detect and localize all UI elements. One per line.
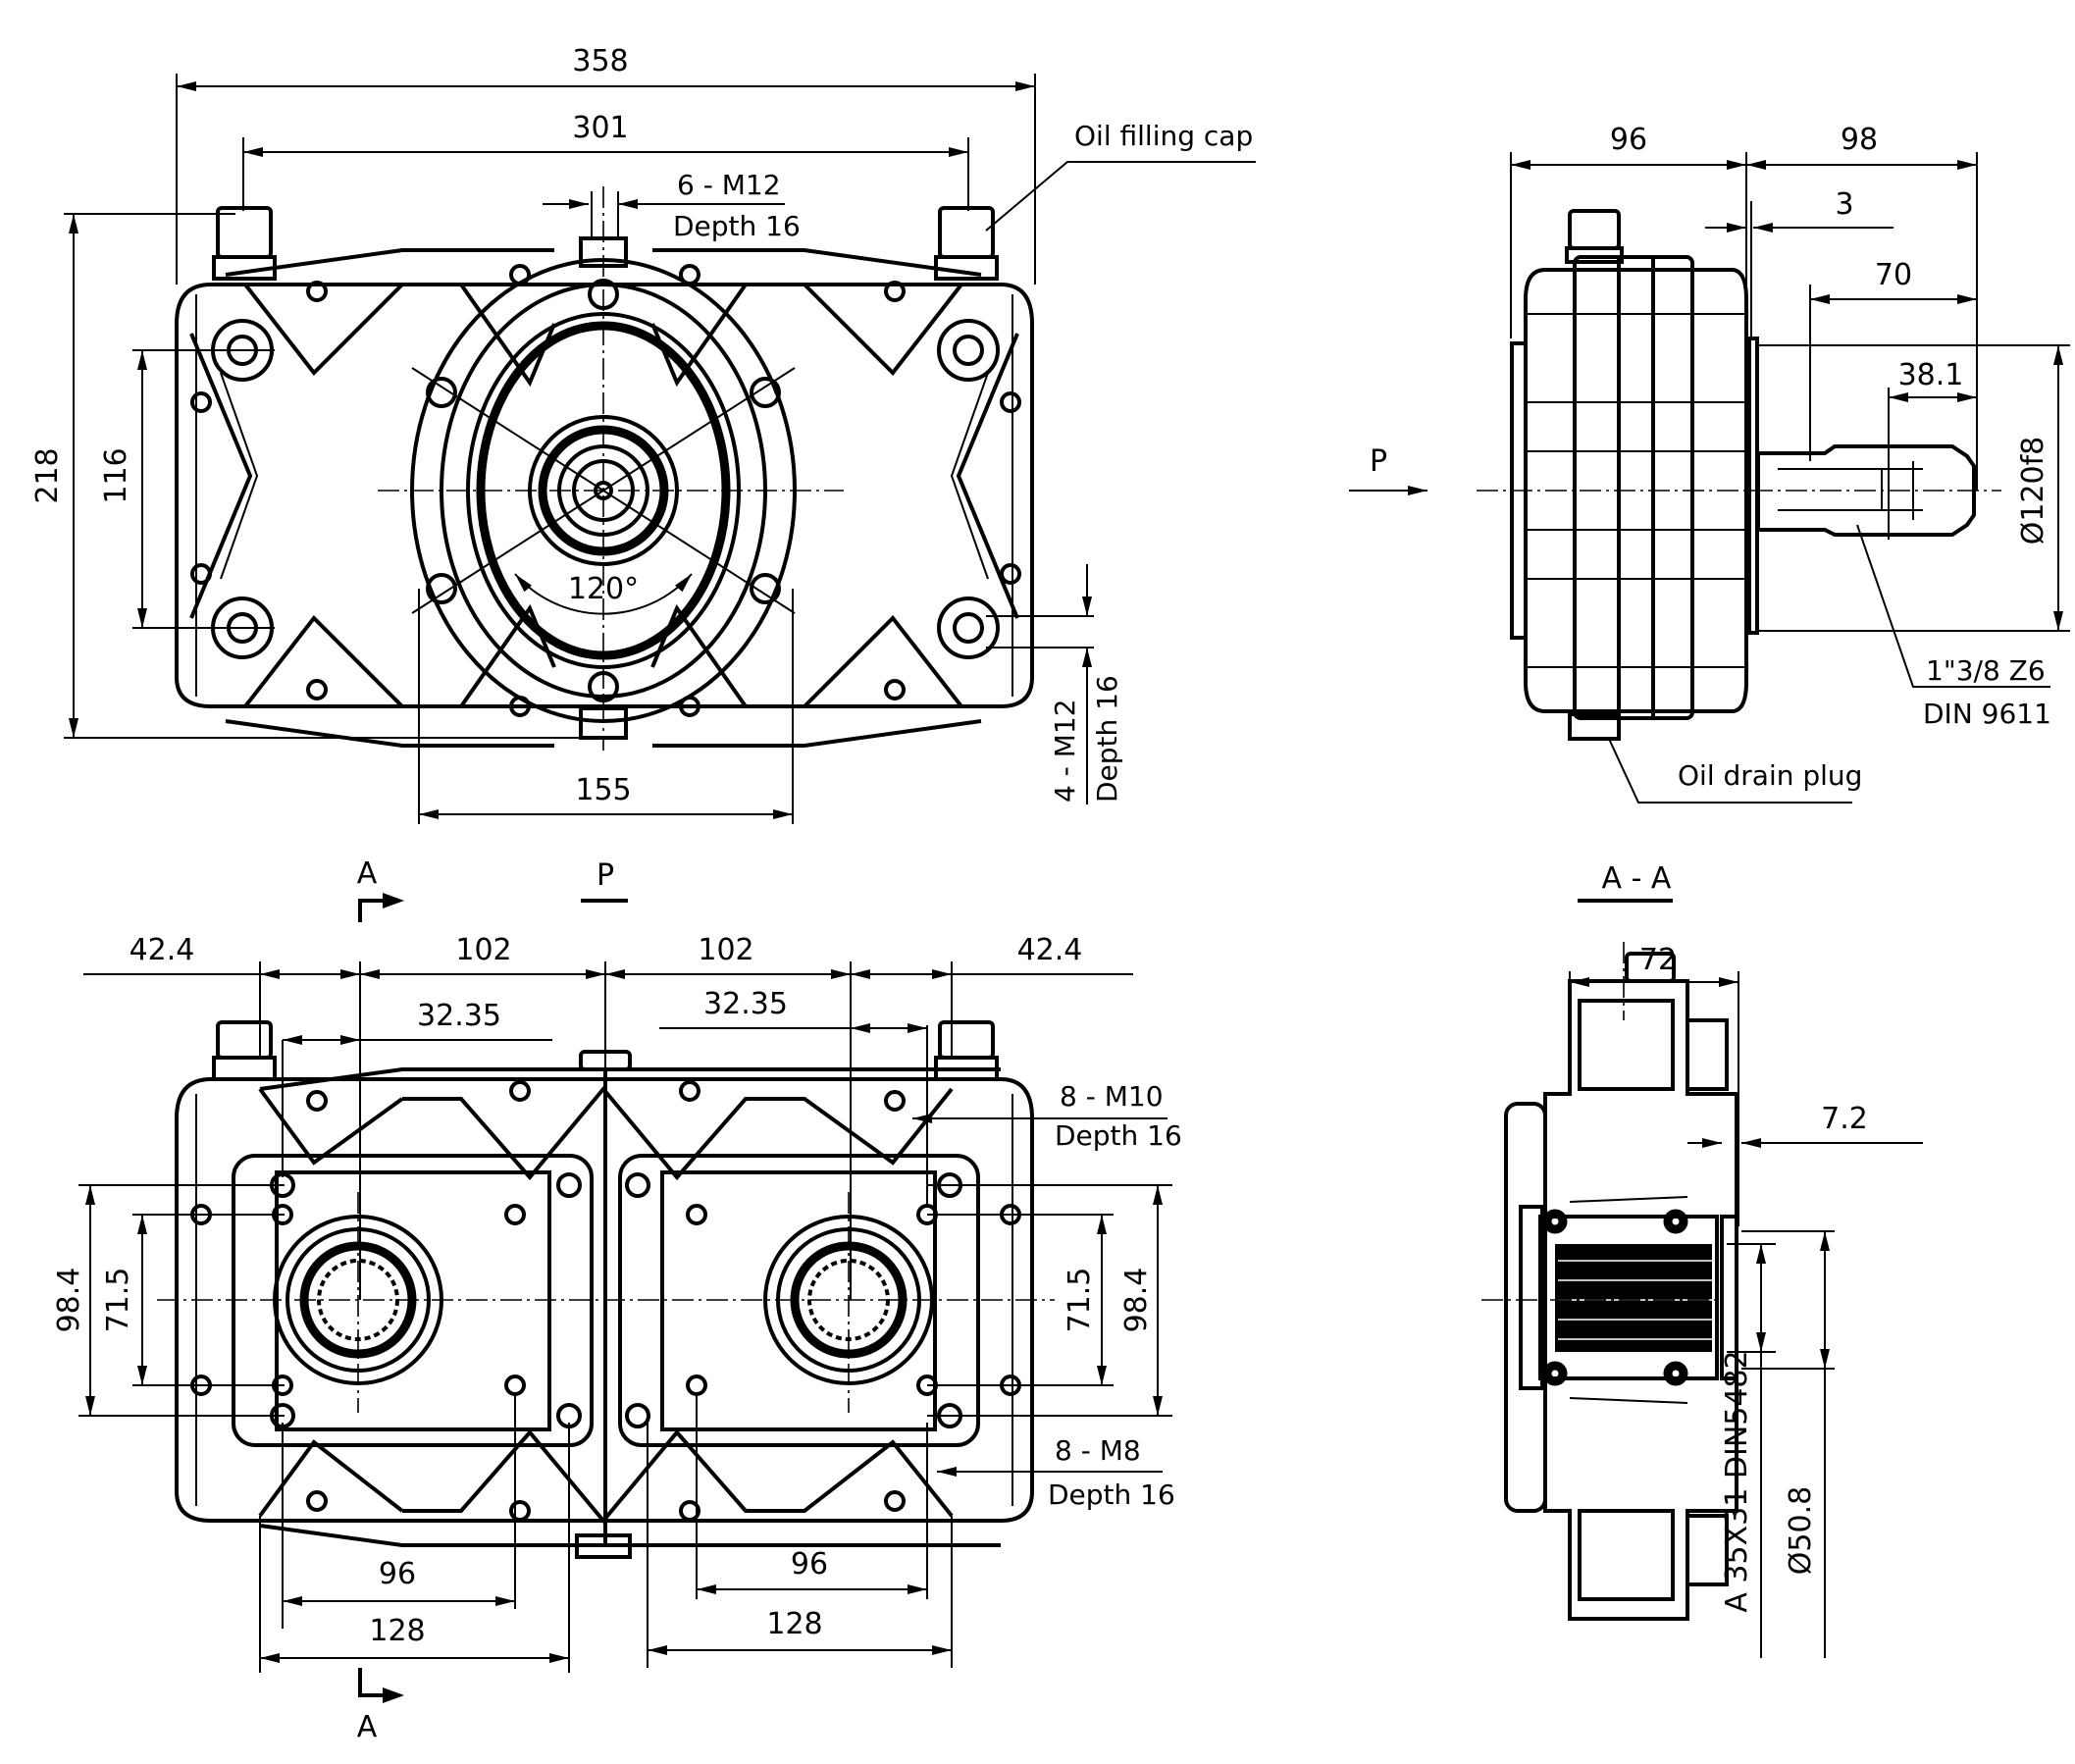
dim-body-depth: 96 [1610, 123, 1647, 157]
dim-shaft-tip: 38.1 [1898, 358, 1964, 392]
oil-filling-cap-right [934, 206, 999, 281]
dim-edge-right: 42.4 [1017, 933, 1083, 967]
dim-offset-right: 32.35 [703, 987, 788, 1021]
dim-outer-v-right: 98.4 [1119, 1268, 1154, 1333]
dim-inner-v-left: 71.5 [101, 1268, 135, 1333]
dim-section-width: 72 [1639, 943, 1677, 977]
note-shaft-standard: DIN 9611 [1923, 698, 2051, 730]
dim-bolt-angle: 120° [568, 572, 639, 606]
view-marker-p: P [1370, 444, 1387, 479]
oil-drain-plug [1568, 712, 1621, 741]
rib-bottom [243, 603, 963, 708]
dim-inner-h-right: 96 [791, 1547, 828, 1582]
dim-flange-offset: 3 [1835, 187, 1853, 222]
oil-cap-side [1568, 209, 1621, 250]
dim-edge-left: 42.4 [130, 933, 195, 967]
dim-outer-v-left: 98.4 [52, 1268, 86, 1333]
dim-center-right: 102 [698, 933, 753, 967]
section-marker-bottom: A [357, 1710, 378, 1744]
dim-flange-bolt-span: 155 [575, 773, 631, 807]
note-top-thread-depth: Depth 16 [673, 210, 801, 242]
note-side-thread: 4 - M12 [1049, 699, 1081, 803]
dim-outer-h-left: 128 [369, 1614, 425, 1648]
note-oil-filling-cap: Oil filling cap [1074, 120, 1253, 152]
dim-inner-v-right: 71.5 [1063, 1268, 1097, 1333]
note-m10-depth: Depth 16 [1055, 1119, 1182, 1152]
dim-shaft-spline: 70 [1875, 258, 1912, 292]
note-m10: 8 - M10 [1060, 1080, 1164, 1113]
dim-bolt-vertical: 116 [99, 447, 133, 503]
small-bolt-holes [190, 264, 1021, 717]
section-title: A - A [1602, 861, 1672, 896]
dim-pilot-diameter: Ø120f8 [2016, 437, 2050, 545]
output-shaft [1756, 444, 1976, 537]
note-m8: 8 - M8 [1055, 1434, 1141, 1467]
dim-bore: Ø50.8 [1784, 1486, 1818, 1575]
front-view: 358 301 6 - M12 Depth 16 Oil filling cap… [30, 44, 1256, 824]
note-m8-depth: Depth 16 [1048, 1479, 1175, 1511]
dim-overall-width: 358 [572, 44, 628, 78]
dim-shaft-length: 98 [1841, 123, 1878, 157]
dim-section-offset: 7.2 [1821, 1102, 1868, 1136]
dim-inner-h-left: 96 [379, 1557, 416, 1591]
splined-hub [1555, 1244, 1712, 1352]
dim-spline-spec: A 35X31 DIN5482 [1720, 1350, 1754, 1612]
dim-overall-height: 218 [30, 447, 65, 503]
dim-offset-left: 32.35 [417, 999, 501, 1033]
section-marker-top: A [357, 856, 378, 891]
note-oil-drain-plug: Oil drain plug [1678, 759, 1862, 792]
note-side-thread-depth: Depth 16 [1091, 675, 1123, 803]
dim-outer-h-right: 128 [766, 1607, 822, 1641]
rib-top [243, 283, 963, 388]
dim-cap-spacing: 301 [572, 111, 628, 145]
side-view: P 96 98 3 70 38.1 Ø120f8 1"3/8 Z6 DIN 96… [1349, 123, 2070, 804]
note-shaft-spec: 1"3/8 Z6 [1926, 654, 2046, 687]
rear-view: A P A 42.4 102 102 42.4 32.35 32.35 8 - [52, 856, 1182, 1744]
note-top-thread: 6 - M12 [677, 169, 781, 201]
dim-center-left: 102 [455, 933, 511, 967]
section-aa-view: A - A 72 7.2 A 35X31 DI [1481, 861, 1923, 1658]
housing-outline [175, 283, 1034, 708]
view-marker-p-rear: P [597, 858, 614, 893]
